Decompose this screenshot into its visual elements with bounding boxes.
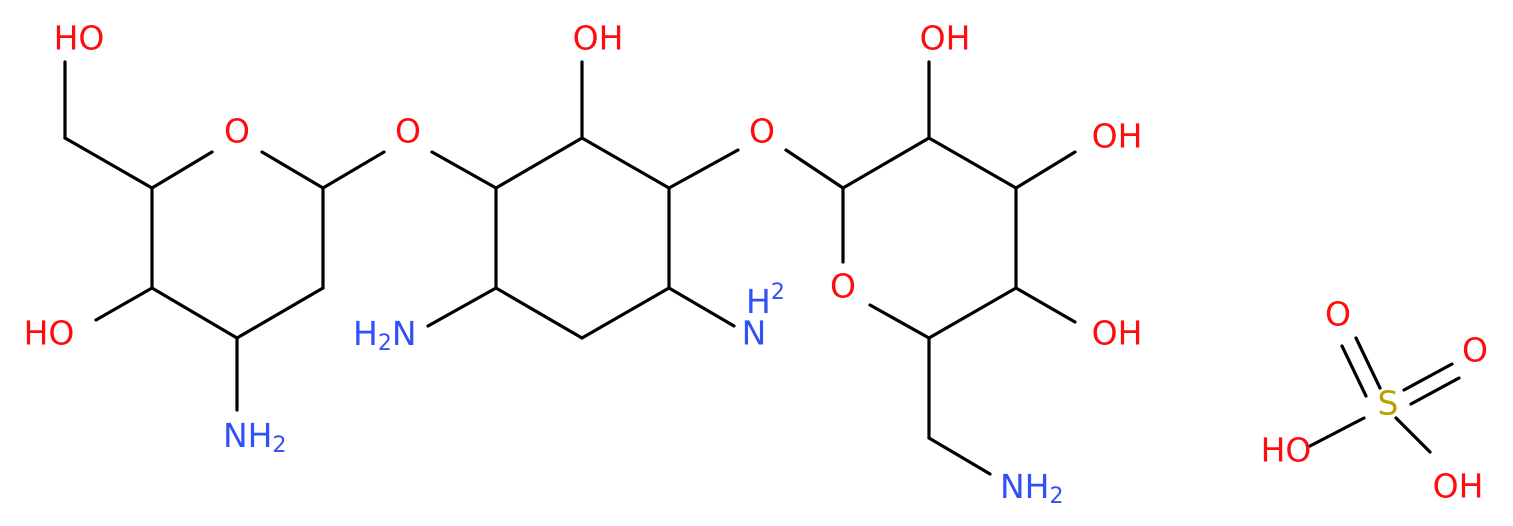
bond <box>321 150 386 190</box>
bond <box>1014 286 1077 324</box>
bond <box>1402 362 1454 392</box>
bond <box>580 136 671 190</box>
bond <box>1394 416 1432 454</box>
sulfur-label: S <box>1378 384 1399 423</box>
amino-n-label-ring2-right: N <box>742 314 767 353</box>
glycosidic-oxygen-label-1: O <box>395 112 421 151</box>
hydroxyl-label-top-left: HO <box>54 19 105 58</box>
bond <box>494 136 584 190</box>
bond <box>667 148 740 190</box>
hydroxyl-label-ring3-top: OH <box>920 19 971 58</box>
amino-label-ring2-left: H2N <box>353 314 417 357</box>
bond <box>927 436 992 476</box>
bond <box>494 286 584 340</box>
bond <box>150 286 239 340</box>
sulfate-oxygen-label-right: O <box>1462 331 1488 370</box>
glycosidic-oxygen-label-2: O <box>749 112 775 151</box>
sulfate-hydroxyl-label-left: HO <box>1261 431 1312 470</box>
amino-h2-label-ring2-right: H2 <box>746 280 785 321</box>
bond <box>1354 336 1382 390</box>
hydroxyl-label-ring3-mid: OH <box>1092 117 1143 156</box>
sulfate-oxygen-label-top: O <box>1325 295 1351 334</box>
ring-oxygen-label-3: O <box>830 267 856 306</box>
bond <box>1340 344 1368 398</box>
bond <box>94 286 154 322</box>
bond <box>667 286 736 328</box>
bond <box>235 286 325 340</box>
bond <box>63 136 154 190</box>
hydroxyl-label-ring3-low: OH <box>1092 314 1143 353</box>
bond <box>150 150 214 190</box>
amino-label-bottom: NH2 <box>1000 467 1064 510</box>
atom-labels: HO O O HO NH2 OH H2N H2 N O OH OH O OH N… <box>24 19 1488 510</box>
bond <box>430 150 498 190</box>
hydroxyl-label-ring1: HO <box>24 314 75 353</box>
amino-label-ring1: NH2 <box>223 416 287 459</box>
bond <box>868 303 931 340</box>
bond <box>1308 416 1366 448</box>
bond <box>1409 376 1461 406</box>
bond <box>1014 150 1077 190</box>
bond <box>580 286 671 340</box>
bond <box>784 148 845 190</box>
ring-oxygen-label-1: O <box>224 112 250 151</box>
bond <box>927 136 1018 190</box>
bond <box>260 150 325 190</box>
bond <box>927 286 1018 340</box>
bond <box>841 136 931 190</box>
bond-lines <box>63 60 1461 476</box>
bond <box>426 286 498 328</box>
sulfate-hydroxyl-label-right: OH <box>1433 467 1484 506</box>
hydroxyl-label-ring2-top: OH <box>573 19 624 58</box>
